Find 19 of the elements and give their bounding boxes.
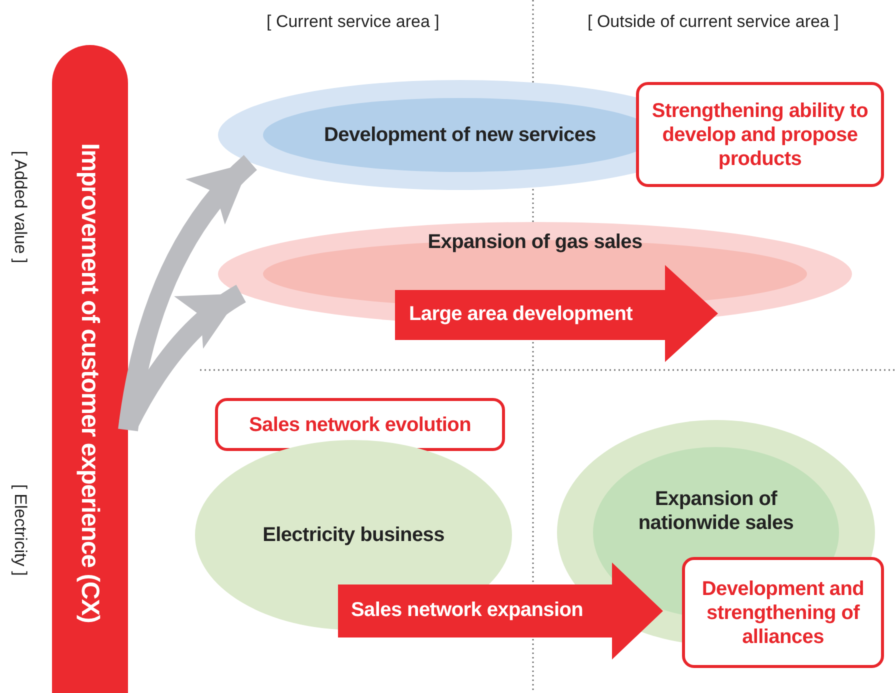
node-label: Sales network evolution — [248, 412, 472, 436]
outlined-box — [682, 557, 884, 668]
outlined-box — [636, 82, 884, 187]
node-label: Strengthening ability to develop and propose products — [650, 98, 870, 170]
curved-arrow — [118, 155, 258, 432]
axis-label: [ Added value ] — [10, 150, 30, 264]
edge-label: Sales network expansion — [351, 599, 584, 622]
axis-label: [ Electricity ] — [10, 484, 30, 576]
node-label: Large area development — [409, 302, 632, 326]
axis-label: [ Current service area ] — [266, 12, 440, 32]
block-arrow — [338, 562, 663, 660]
node-label: Electricity business — [262, 523, 444, 547]
node-label: Expansion of nationwide sales — [637, 486, 795, 534]
outlined-box — [215, 398, 505, 451]
node-label: Development of new services — [324, 123, 596, 147]
node-label: Improvement of customer experience (CX) — [75, 143, 105, 623]
axis-label: [ Outside of current service area ] — [588, 12, 839, 32]
node-label: Expansion of gas sales — [428, 230, 642, 254]
node-label: Development and strengthening of alliances — [700, 576, 866, 648]
